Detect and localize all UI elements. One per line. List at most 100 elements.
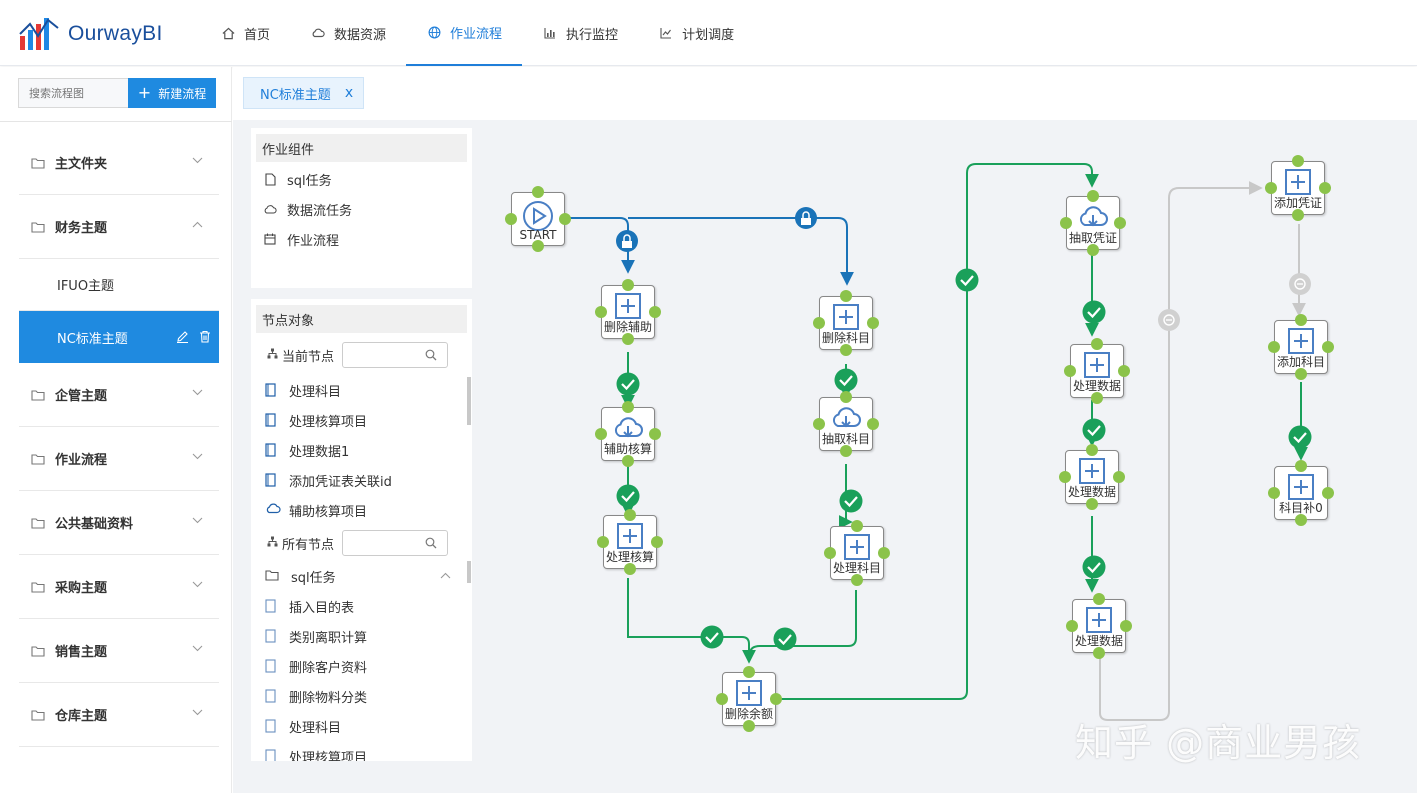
- sidebar-item-purchase[interactable]: 采购主题: [19, 555, 219, 619]
- flow-node-start[interactable]: START: [511, 192, 565, 246]
- connection-port[interactable]: [1087, 190, 1099, 202]
- connection-port[interactable]: [532, 240, 544, 252]
- flow-node-process-accounting[interactable]: 处理核算: [603, 515, 657, 569]
- flow-node-subject-pad-zero[interactable]: 科目补0: [1274, 466, 1328, 520]
- connection-port[interactable]: [840, 391, 852, 403]
- connection-port[interactable]: [1114, 217, 1126, 229]
- connection-port[interactable]: [1292, 155, 1304, 167]
- sidebar-item-public-basics[interactable]: 公共基础资料: [19, 491, 219, 555]
- list-item[interactable]: 处理科目: [251, 375, 472, 405]
- connection-port[interactable]: [1113, 471, 1125, 483]
- connection-port[interactable]: [867, 317, 879, 329]
- flow-node-add-voucher[interactable]: 添加凭证: [1271, 161, 1325, 215]
- connection-port[interactable]: [1295, 460, 1307, 472]
- connection-port[interactable]: [1066, 620, 1078, 632]
- flow-node-delete-aux[interactable]: 删除辅助: [601, 285, 655, 339]
- connection-port[interactable]: [1319, 182, 1331, 194]
- folder-sql-task[interactable]: sql任务: [251, 561, 472, 591]
- list-item[interactable]: 处理核算项目: [251, 405, 472, 435]
- flow-node-extract-subject[interactable]: 抽取科目: [819, 397, 873, 451]
- connection-port[interactable]: [595, 428, 607, 440]
- connection-port[interactable]: [840, 445, 852, 457]
- logo[interactable]: OurwayBI: [18, 14, 163, 54]
- current-nodes-search-input[interactable]: [342, 342, 449, 368]
- new-flow-button[interactable]: + 新建流程: [128, 78, 216, 108]
- connection-port[interactable]: [624, 509, 636, 521]
- sidebar-item-nc-standard[interactable]: NC标准主题: [19, 311, 219, 363]
- current-nodes-scrollbar[interactable]: [467, 377, 471, 425]
- connection-port[interactable]: [624, 563, 636, 575]
- list-item[interactable]: 处理核算项目: [251, 741, 472, 761]
- list-item[interactable]: 处理数据1: [251, 435, 472, 465]
- connection-port[interactable]: [622, 333, 634, 345]
- list-item[interactable]: 辅助核算项目: [251, 495, 472, 525]
- sidebar-item-management[interactable]: 企管主题: [19, 363, 219, 427]
- tab-nc-standard[interactable]: NC标准主题 x: [243, 77, 365, 109]
- all-nodes-search-input[interactable]: [342, 530, 449, 556]
- connection-port[interactable]: [1060, 217, 1072, 229]
- connection-port[interactable]: [559, 213, 571, 225]
- connection-port[interactable]: [622, 401, 634, 413]
- connection-port[interactable]: [813, 317, 825, 329]
- connection-port[interactable]: [1292, 209, 1304, 221]
- flow-node-extract-voucher[interactable]: 抽取凭证: [1066, 196, 1120, 250]
- connection-port[interactable]: [851, 574, 863, 586]
- connection-port[interactable]: [878, 547, 890, 559]
- connection-port[interactable]: [770, 693, 782, 705]
- flow-node-process-data-2[interactable]: 处理数据: [1065, 450, 1119, 504]
- nav-monitor[interactable]: 执行监控: [522, 0, 638, 66]
- sidebar-item-main-folder[interactable]: 主文件夹: [19, 131, 219, 195]
- connection-port[interactable]: [1118, 365, 1130, 377]
- connection-port[interactable]: [743, 666, 755, 678]
- flow-search-input[interactable]: [18, 78, 128, 108]
- component-workflow[interactable]: 作业流程: [251, 224, 472, 254]
- nav-home[interactable]: 首页: [200, 0, 290, 66]
- connection-port[interactable]: [1265, 182, 1277, 194]
- connection-port[interactable]: [595, 306, 607, 318]
- edge-n11-n12[interactable]: [1099, 181, 1263, 721]
- connection-port[interactable]: [1091, 338, 1103, 350]
- flow-node-process-data-3[interactable]: 处理数据: [1072, 599, 1126, 653]
- connection-port[interactable]: [824, 547, 836, 559]
- edge-start-n4[interactable]: [628, 217, 854, 286]
- list-item[interactable]: 插入目的表: [251, 591, 472, 621]
- component-dataflow-task[interactable]: 数据流任务: [251, 194, 472, 224]
- sidebar-item-warehouse[interactable]: 仓库主题: [19, 683, 219, 747]
- nav-workflow[interactable]: 作业流程: [406, 0, 523, 66]
- connection-port[interactable]: [1322, 487, 1334, 499]
- connection-port[interactable]: [1086, 444, 1098, 456]
- edge-n6-n7[interactable]: [749, 590, 857, 655]
- connection-port[interactable]: [1295, 368, 1307, 380]
- connection-port[interactable]: [1086, 498, 1098, 510]
- connection-port[interactable]: [1322, 341, 1334, 353]
- sidebar-item-sales[interactable]: 销售主题: [19, 619, 219, 683]
- connection-port[interactable]: [1093, 647, 1105, 659]
- flow-node-add-subject[interactable]: 添加科目: [1274, 320, 1328, 374]
- all-nodes-scrollbar[interactable]: [467, 561, 471, 583]
- connection-port[interactable]: [622, 279, 634, 291]
- connection-port[interactable]: [1120, 620, 1132, 632]
- connection-port[interactable]: [1295, 314, 1307, 326]
- flow-node-process-data-1[interactable]: 处理数据: [1070, 344, 1124, 398]
- flow-node-delete-subject[interactable]: 删除科目: [819, 296, 873, 350]
- edit-icon[interactable]: [176, 330, 189, 343]
- flow-canvas[interactable]: [480, 128, 1417, 793]
- connection-port[interactable]: [1093, 593, 1105, 605]
- connection-port[interactable]: [1059, 471, 1071, 483]
- sidebar-item-finance[interactable]: 财务主题: [19, 195, 219, 259]
- connection-port[interactable]: [1064, 365, 1076, 377]
- list-item[interactable]: 类别离职计算: [251, 621, 472, 651]
- trash-icon[interactable]: [199, 330, 211, 343]
- connection-port[interactable]: [651, 536, 663, 548]
- connection-port[interactable]: [622, 455, 634, 467]
- flow-node-process-subject[interactable]: 处理科目: [830, 526, 884, 580]
- sidebar-item-ifuo[interactable]: IFUO主题: [19, 259, 219, 311]
- nav-schedule[interactable]: 计划调度: [638, 0, 754, 66]
- component-sql-task[interactable]: sql任务: [251, 164, 472, 194]
- connection-port[interactable]: [1091, 392, 1103, 404]
- connection-port[interactable]: [813, 418, 825, 430]
- list-item[interactable]: 添加凭证表关联id: [251, 465, 472, 495]
- list-item[interactable]: 处理科目: [251, 711, 472, 741]
- close-icon[interactable]: x: [344, 85, 354, 101]
- connection-port[interactable]: [649, 428, 661, 440]
